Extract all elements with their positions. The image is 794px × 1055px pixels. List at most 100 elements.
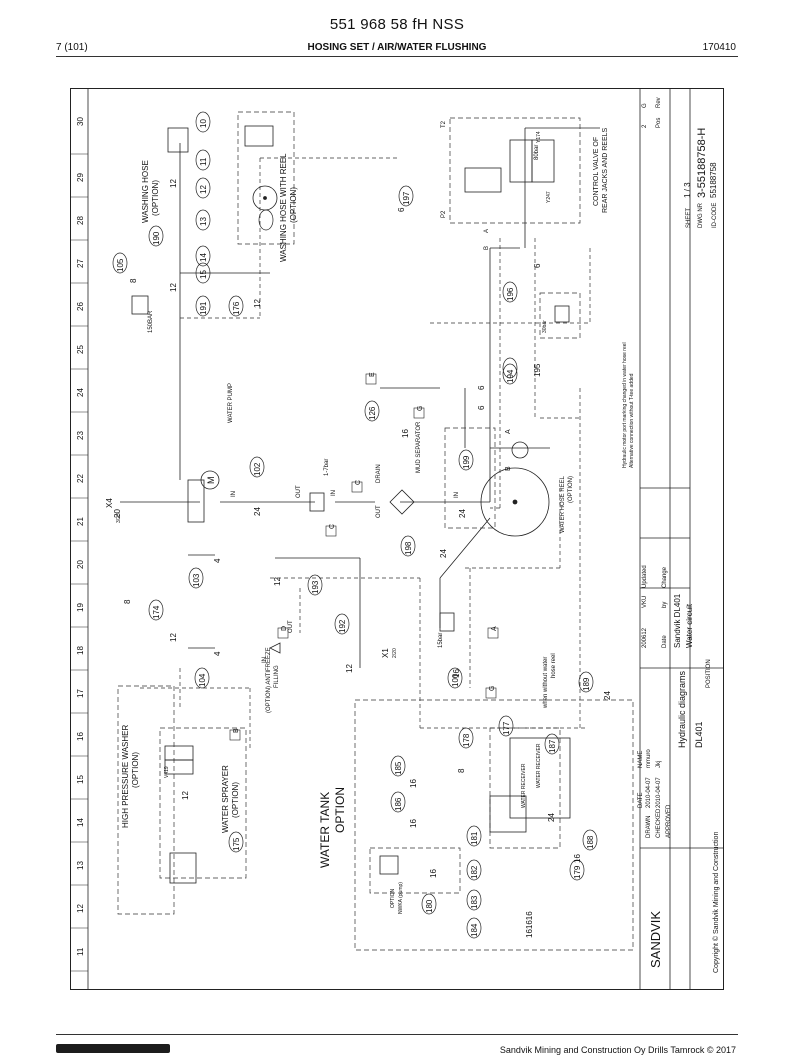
callout-103: 103	[192, 573, 201, 587]
grid-number: 11	[76, 947, 85, 956]
label-y247: Y247	[546, 191, 552, 203]
callout-188: 188	[586, 835, 595, 849]
label-water-pump: WATER PUMP	[228, 383, 234, 423]
label-x4: X4	[105, 498, 114, 508]
grid-number: 13	[76, 861, 85, 870]
title-block-rev-by: VKU	[642, 596, 648, 608]
size-label: 161616	[525, 911, 534, 938]
callout-126: 126	[368, 406, 377, 420]
label-port-b: B	[505, 466, 512, 471]
label-filling: FILLING	[274, 665, 280, 688]
page-reference: 7 (101)	[56, 42, 88, 53]
size-label: 4	[213, 651, 222, 656]
size-label: 6	[477, 385, 486, 390]
label-nwka: NWKA (pump)	[398, 882, 404, 914]
size-label: 12	[253, 299, 262, 308]
grid-number: 25	[76, 345, 85, 354]
size-label: 8	[457, 768, 466, 773]
callout-177: 177	[502, 721, 511, 735]
label-port-t2: T2	[441, 120, 447, 128]
size-label: 16	[409, 819, 418, 828]
label-hp-washer: HIGH PRESSURE WASHER	[121, 725, 130, 828]
tag-g: G	[417, 406, 424, 411]
size-label: 24	[458, 509, 467, 518]
label-water-hose-reel: WATER HOSE REEL	[560, 475, 566, 533]
water-circuit-diagram: 11 12 13 14 15 16 17 18 19 20 21 22 23 2…	[70, 88, 724, 990]
label-hose-reel: hose reel	[551, 653, 557, 678]
callout-175: 175	[232, 837, 241, 851]
title-block-dwg-label: DWG NR	[698, 202, 704, 228]
label-washing-hose-option: (OPTION)	[151, 180, 160, 216]
control-valve-spool	[509, 139, 533, 183]
callout-195: 195	[533, 363, 542, 377]
title-block-desc-col: Change	[662, 566, 668, 588]
title-block-company: SANDVIK	[648, 911, 663, 968]
label-washing-hose-reel: WASHING HOSE WITH REEL	[279, 153, 288, 262]
title-block-note-2: Alternative connection without T-tee add…	[629, 373, 635, 468]
title-block-pos-label: Pos	[656, 118, 662, 128]
title-block-sheet-value: 1 / 3	[683, 182, 692, 198]
label-water-sprayer-option: (OPTION)	[231, 782, 240, 818]
label-antifreeze: (OPTION) ANTIFREEZE	[266, 647, 272, 713]
grid-number: 15	[76, 775, 85, 784]
title-block-checked-name: Jkj	[656, 761, 662, 768]
dashed-pipelines	[140, 157, 591, 748]
water-sprayer-box	[159, 727, 247, 879]
label-water-tank: WATER TANK	[318, 792, 332, 868]
label-pump-in: IN	[231, 491, 237, 497]
label-valve-port-b: B	[484, 246, 490, 250]
size-label: 4	[213, 558, 222, 563]
callout-12: 12	[199, 185, 208, 194]
callout-186: 186	[394, 797, 403, 811]
label-water-receiver-2: WATER RECEIVER	[536, 743, 542, 788]
size-label: 6	[397, 207, 406, 212]
label-valve-out: OUT	[296, 485, 302, 498]
washing-reel-gun	[244, 125, 274, 147]
size-label: 8	[129, 278, 138, 283]
callout-178: 178	[462, 733, 471, 747]
relief-valve-30	[554, 305, 570, 323]
label-x1-sub: 2/20	[392, 648, 398, 658]
size-label: 12	[169, 633, 178, 642]
size-label: 12	[169, 179, 178, 188]
callout-179: 179	[573, 865, 582, 879]
tag-d: D	[281, 626, 288, 631]
relief-valve-15	[439, 612, 455, 632]
callout-102: 102	[253, 462, 262, 476]
title-block-id-value: 55188758	[709, 162, 718, 198]
callout-15: 15	[199, 270, 208, 279]
washing-hose-gun	[167, 127, 189, 153]
callout-10: 10	[199, 119, 208, 128]
title-block-model: DL401	[694, 721, 704, 748]
nwka-pump	[379, 855, 399, 875]
water-receiver-tank	[509, 737, 571, 819]
label-separator-out: OUT	[376, 505, 382, 518]
callout-104: 104	[198, 673, 207, 687]
title-block-sheet-label: SHEET	[686, 208, 692, 228]
grid-number: 24	[76, 388, 85, 397]
label-washing-hose-reel-option: (OPTION)	[289, 187, 298, 223]
footer-company: Sandvik Mining and Construction Oy Drill…	[499, 1045, 736, 1055]
grid-number: 27	[76, 259, 85, 268]
size-label: 24	[603, 691, 612, 700]
callout-189: 189	[582, 677, 591, 691]
label-valve-port-a: A	[484, 229, 490, 233]
grid-number: 22	[76, 474, 85, 483]
water-receiver-box	[489, 727, 561, 849]
section-title: HOSING SET / AIR/WATER FLUSHING	[307, 42, 487, 53]
label-pressure-1-7: 1-7bar	[324, 459, 330, 476]
title-block-pos-value: 2	[642, 124, 648, 128]
relief-valve-1-7	[309, 492, 325, 512]
size-label: 16	[409, 779, 418, 788]
label-nwka-option: OPTION	[390, 888, 396, 908]
callout-174: 174	[152, 605, 161, 619]
title-block	[639, 88, 724, 990]
mud-separator-box	[444, 427, 496, 529]
size-label: 12	[169, 283, 178, 292]
title-block-drawn-name: mmuro	[646, 749, 652, 768]
tag-c-2: C	[355, 480, 362, 485]
callout-14: 14	[199, 253, 208, 262]
label-v419: V419	[164, 766, 170, 778]
grid-number: 28	[76, 216, 85, 225]
grid-number: 21	[76, 517, 85, 526]
